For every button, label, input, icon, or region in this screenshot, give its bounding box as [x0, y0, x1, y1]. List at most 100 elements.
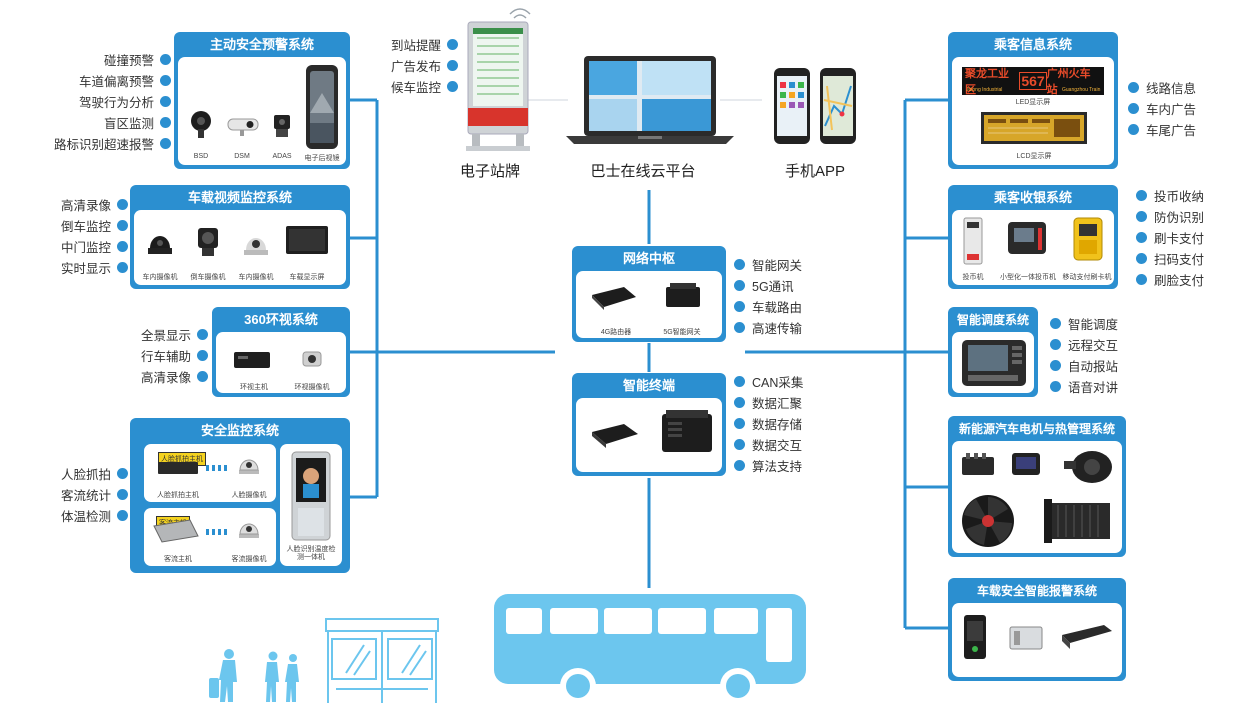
device-caption: LCD显示屏 — [1016, 153, 1052, 160]
dome-camera-icon — [148, 236, 172, 254]
bullet-dot — [734, 397, 745, 408]
dome-camera-white-icon — [244, 238, 268, 255]
cooling-fan-icon — [962, 495, 1014, 547]
list-item: 5G通讯 — [734, 275, 802, 296]
adas-camera-icon — [274, 115, 290, 137]
water-pump-icon — [1064, 451, 1112, 483]
safety-alarm-panel: 车载安全智能报警系统 — [948, 578, 1126, 681]
list-item: 广告发布 — [370, 55, 458, 76]
device-caption: 车内摄像机 — [238, 274, 274, 281]
electronic-mirror-icon — [306, 65, 338, 149]
device-caption: 5G智能网关 — [663, 329, 701, 336]
fare-list: 投币收纳 防伪识别 刷卡支付 扫码支付 刷脸支付 — [1136, 185, 1204, 290]
list-item: 路标识别超速报警 — [40, 133, 171, 154]
network-hub-panel: 网络中枢 4G路由器 5G智能网关 — [572, 246, 726, 342]
passenger-host-icon — [153, 519, 199, 543]
bus-shelter-icon — [325, 618, 439, 703]
led-text-route: 567 — [1019, 72, 1047, 90]
list-item: 车内广告 — [1128, 98, 1196, 119]
bullet-dot — [160, 54, 171, 65]
dispatch-list: 智能调度 远程交互 自动报站 语音对讲 — [1050, 313, 1118, 397]
device-caption: 电子后视镜 — [304, 155, 340, 162]
bullet-dot — [1136, 211, 1147, 222]
bullet-dot — [117, 468, 128, 479]
controller-module-icon — [962, 453, 994, 475]
panel-body — [952, 603, 1122, 677]
panel-title: 智能终端 — [622, 378, 675, 393]
bullet-dot — [1136, 274, 1147, 285]
list-item: 线路信息 — [1128, 77, 1196, 98]
bullet-dot — [734, 280, 745, 291]
list-item: 智能调度 — [1050, 313, 1118, 334]
display-panel-icon — [1012, 453, 1040, 475]
device-caption: BSD — [193, 153, 209, 160]
led-subtext-right: Guangzhou Train — [1062, 87, 1101, 93]
device-caption: 客流主机 — [164, 556, 192, 563]
mobile-app-label: 手机APP — [784, 163, 846, 180]
list-item: 行车辅助 — [120, 345, 208, 366]
bullet-dot — [197, 371, 208, 382]
list-item: 候车监控 — [370, 76, 458, 97]
bullet-dot — [117, 241, 128, 252]
bullet-dot — [1136, 253, 1147, 264]
bullet-dot — [447, 81, 458, 92]
list-item: 盲区监测 — [40, 112, 171, 133]
list-item: 人脸抓拍 — [40, 463, 128, 484]
passenger-camera-icon — [239, 523, 259, 538]
surround-list: 全景显示 行车辅助 高清录像 — [120, 324, 208, 387]
alarm-bar-icon — [1062, 625, 1112, 649]
security-list: 人脸抓拍 客流统计 体温检测 — [40, 463, 128, 526]
bullet-dot — [1128, 124, 1139, 135]
device-caption: 4G路由器 — [600, 329, 632, 336]
device-caption: 车内摄像机 — [142, 274, 178, 281]
face-capture-box: 人脸抓拍主机 人脸抓拍主机 人脸摄像机 — [144, 444, 276, 502]
bullet-dot — [447, 60, 458, 71]
bullet-dot — [160, 96, 171, 107]
bullet-dot — [1050, 339, 1061, 350]
bsd-camera-icon — [191, 111, 211, 138]
face-temp-box: 人脸识别温度检测一体机 — [280, 444, 342, 566]
panel-title: 乘客信息系统 — [993, 37, 1072, 52]
compact-fare-machine-icon — [1008, 222, 1046, 254]
panel-title: 主动安全预警系统 — [209, 37, 314, 52]
list-item: 车载路由 — [734, 296, 802, 317]
panel-body: 环视主机 环视摄像机 — [216, 332, 346, 393]
device-caption: 人脸摄像机 — [231, 492, 267, 499]
device-caption: 人脸识别温度检测一体机 — [286, 546, 336, 561]
list-item: 投币收纳 — [1136, 185, 1204, 206]
bullet-dot — [197, 329, 208, 340]
panel-title: 乘客收银系统 — [993, 190, 1072, 205]
bullet-dot — [734, 259, 745, 270]
alarm-terminal-icon — [964, 615, 986, 659]
device-caption: 投币机 — [962, 274, 984, 281]
bus-icon — [494, 594, 806, 702]
bullet-dot — [1050, 381, 1061, 392]
list-item: 高清录像 — [40, 194, 128, 215]
active-safety-panel: 主动安全预警系统 BSD DSM ADAS 电子后视镜 — [174, 32, 350, 169]
list-item: 远程交互 — [1050, 334, 1118, 355]
bullet-dot — [1136, 190, 1147, 201]
bullet-dot — [117, 199, 128, 210]
led-display: 聚龙工业区 567 广州火车站 — [962, 67, 1104, 96]
list-item: 刷脸支付 — [1136, 269, 1204, 290]
device-caption: 人脸抓拍主机 — [157, 492, 199, 499]
device-caption: LED显示屏 — [1015, 99, 1051, 106]
device-caption: 小型化一体投币机 — [1000, 274, 1056, 281]
surround-camera-icon — [302, 351, 322, 367]
device-caption: 移动支付刷卡机 — [1062, 274, 1112, 281]
bullet-dot — [117, 262, 128, 273]
list-item: 体温检测 — [40, 505, 128, 526]
bullet-dot — [1128, 82, 1139, 93]
passenger-count-box: 客流主机 客流主机 客流摄像机 — [144, 508, 276, 566]
list-item: 碰撞预警 — [40, 49, 171, 70]
coin-box-icon — [963, 217, 983, 265]
list-item: 中门监控 — [40, 236, 128, 257]
terminal-host-icon — [662, 410, 712, 452]
bullet-dot — [160, 138, 171, 149]
surround-host-icon — [234, 352, 270, 368]
link-dots-icon — [206, 465, 227, 471]
list-item: 刷卡支付 — [1136, 227, 1204, 248]
router-4g-icon — [592, 287, 636, 310]
bullet-dot — [197, 350, 208, 361]
reverse-camera-icon — [198, 228, 218, 256]
